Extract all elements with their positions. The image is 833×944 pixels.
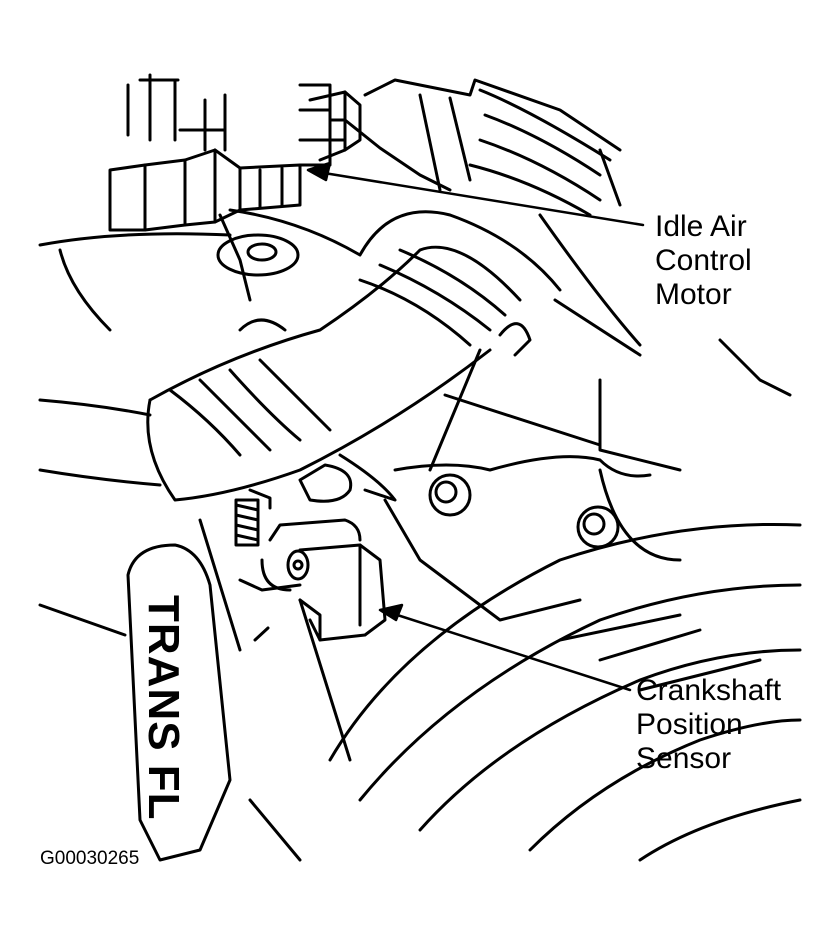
trans-fluid-dipstick-tube <box>126 543 232 862</box>
intake-hose <box>343 78 622 217</box>
air-duct-elbow <box>146 208 642 502</box>
bolt-heads <box>298 463 620 549</box>
trans-fluid-label: TRANS FL <box>139 595 188 821</box>
crankshaft-position-sensor-label: Crankshaft Position Sensor <box>636 674 782 775</box>
callout-arrows <box>306 161 645 692</box>
idle-air-control-motor-label: Idle Air Control Motor <box>655 210 752 311</box>
figure-id: G00030265 <box>40 848 140 869</box>
crankshaft-position-sensor-drawing <box>234 488 387 642</box>
wiring-connector-blocks <box>108 73 362 232</box>
